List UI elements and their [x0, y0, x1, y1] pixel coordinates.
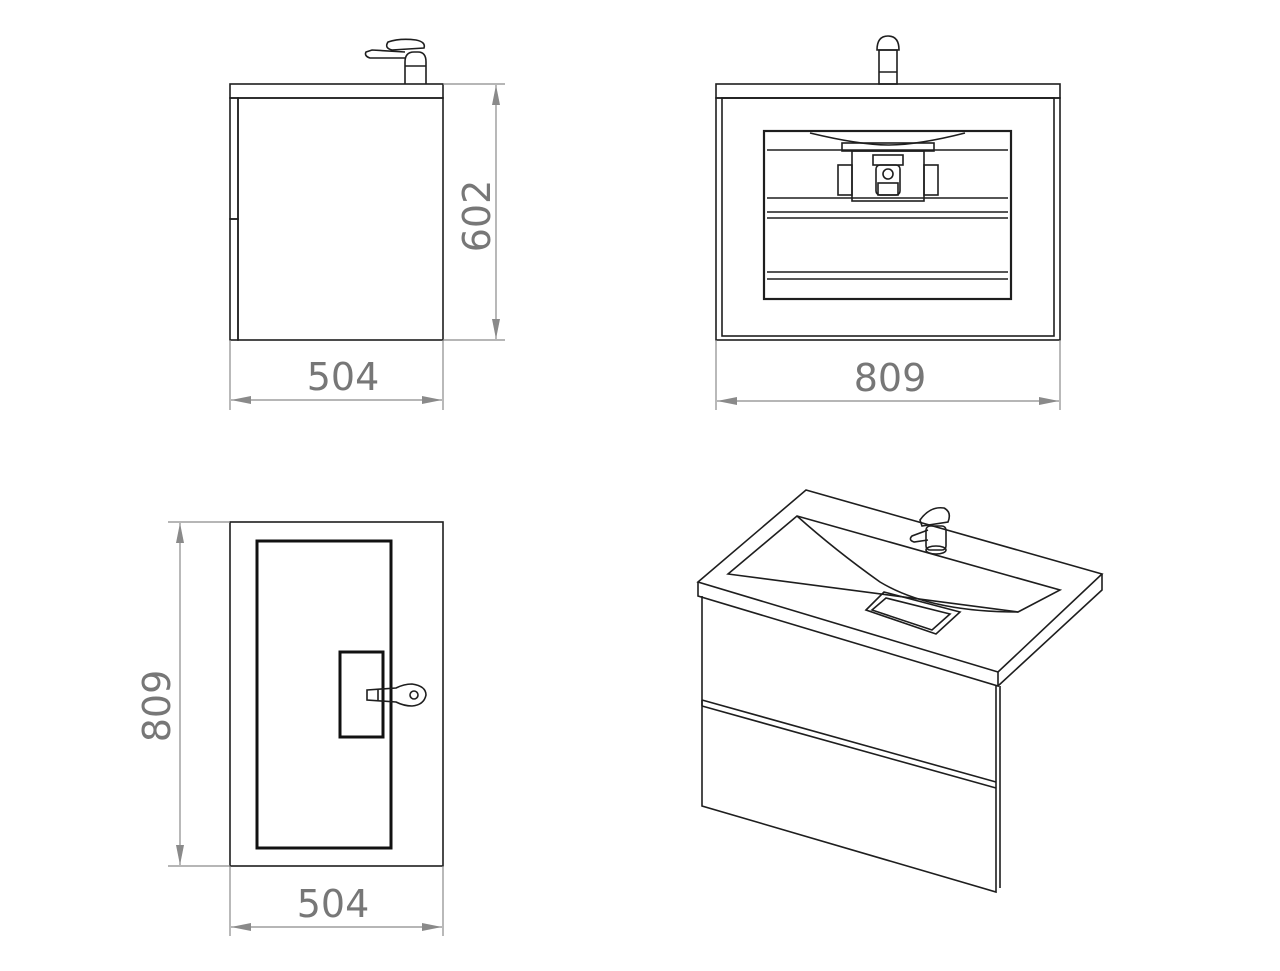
side-drawer-front-lower: [229, 218, 239, 341]
front-interior-window: [762, 129, 1013, 301]
front-countertop: [715, 83, 1061, 99]
top-width-label: 504: [297, 882, 370, 926]
front-width-label: 809: [854, 356, 927, 400]
side-drawer-front-upper: [229, 97, 239, 220]
front-faucet-icon: [876, 35, 900, 85]
side-faucet-icon: [364, 38, 427, 84]
iso-drain: [864, 591, 962, 635]
isometric-view: [696, 489, 1104, 894]
top-view: 809 504: [135, 521, 444, 936]
iso-cabinet-front: [701, 596, 997, 894]
top-drain: [338, 650, 385, 739]
front-siphon-icon: [837, 142, 939, 202]
front-basin-bowl: [809, 132, 966, 146]
top-faucet-icon: [366, 683, 427, 707]
front-view: 809: [715, 35, 1061, 410]
side-countertop: [229, 83, 444, 99]
side-height-label: 602: [455, 180, 499, 253]
front-cabinet: [715, 97, 1061, 341]
side-cabinet: [237, 97, 444, 341]
iso-basin-rim: [726, 515, 1063, 613]
iso-countertop-top: [696, 489, 1104, 673]
top-countertop: [229, 521, 444, 867]
side-view: 504 602: [229, 38, 505, 410]
side-width-label: 504: [307, 355, 380, 399]
iso-drawer-split: [701, 699, 997, 783]
top-depth-label: 809: [135, 670, 179, 743]
iso-countertop-front: [697, 582, 999, 688]
top-basin: [255, 539, 393, 850]
iso-faucet-icon: [909, 506, 951, 555]
